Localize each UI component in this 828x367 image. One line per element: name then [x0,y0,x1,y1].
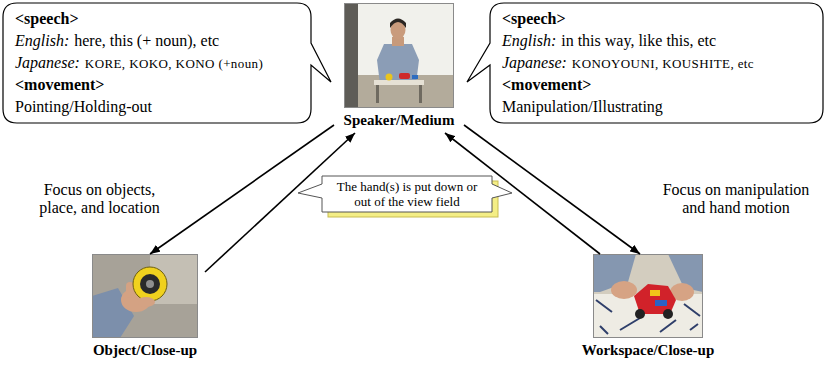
focus-note: Focus on manipulation and hand motion [650,181,822,217]
focus-note: Focus on objects, place, and location [32,181,167,217]
example-words: here, this (+ noun), etc [74,30,219,52]
note-callout: The hand(s) is put down or out of the vi… [322,176,492,212]
speech-bubble: <speech>English:in this way, like this, … [490,3,823,123]
camera-view: Workspace/Close-up [573,254,723,363]
language-tag: English: [502,30,556,52]
speaker-photo [344,3,454,108]
bubble-outline [467,3,823,123]
text-row: Pointing/Holding-out [15,96,157,118]
language-tag: English: [15,30,69,52]
text-row: Japanese:KORE, KOKO, KONO (+noun) [15,52,268,74]
example-words: KORE, KOKO, KONO (+noun) [85,53,263,75]
view-caption: Object/Close-up [93,341,197,359]
camera-view: Object/Close-up [85,254,205,363]
text-row: <speech> [15,8,84,30]
focus-text: Focus on manipulation and hand motion [650,181,822,217]
text-row: <movement> [502,74,596,96]
text-row: <movement> [15,74,109,96]
section-heading: <movement> [15,74,104,96]
text-row: <speech> [502,8,571,30]
view-caption: Speaker/Medium [344,111,455,129]
section-heading: <speech> [502,8,566,30]
speech-bubble: <speech>English:here, this (+ noun), etc… [3,3,311,123]
section-heading: <speech> [15,8,79,30]
text-row: English:here, this (+ noun), etc [15,30,224,52]
camera-view: Speaker/Medium [334,3,464,133]
text-row: English:in this way, like this, etc [502,30,721,52]
object-photo [92,254,198,338]
text-row: Manipulation/Illustrating [502,96,668,118]
callout-outline [298,176,512,212]
section-heading: <movement> [502,74,591,96]
example-words: in this way, like this, etc [561,30,716,52]
example-words: KONOYOUNI, KOUSHITE, etc [572,53,754,75]
focus-text: Focus on objects, place, and location [32,181,167,217]
view-caption: Workspace/Close-up [582,341,715,359]
text-row: Japanese:KONOYOUNI, KOUSHITE, etc [502,52,759,74]
movement-type: Pointing/Holding-out [15,96,152,118]
workspace-photo [593,254,703,338]
movement-type: Manipulation/Illustrating [502,96,663,118]
language-tag: Japanese: [502,52,567,74]
callout-text: The hand(s) is put down or out of the vi… [329,179,485,209]
bubble-outline [3,3,331,123]
language-tag: Japanese: [15,52,80,74]
